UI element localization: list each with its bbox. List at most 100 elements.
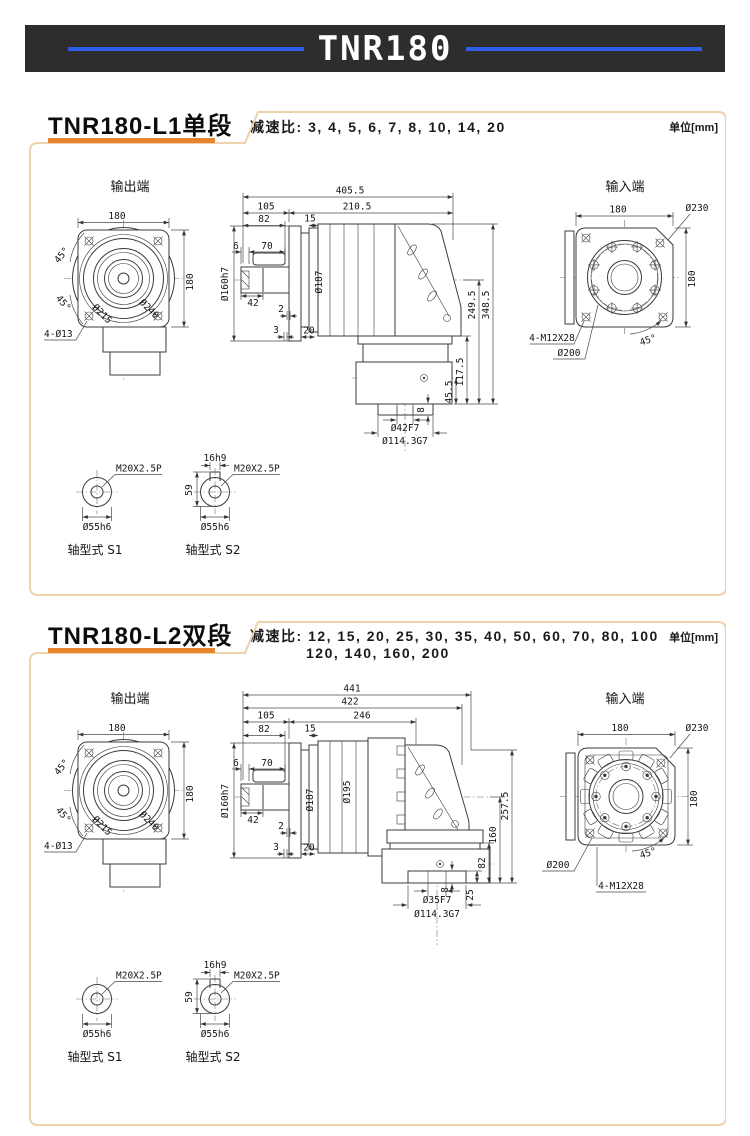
dim-thread: M20X2.5P xyxy=(116,464,162,475)
dim-rear-length: 210.5 xyxy=(343,202,372,213)
dim-outer-dia: Ø230 xyxy=(686,203,709,214)
dim-bolt-circle: Ø200 xyxy=(547,860,570,871)
dim-ring-width: 15 xyxy=(304,724,315,735)
dim-width: 180 xyxy=(108,211,125,222)
section1-border xyxy=(29,111,726,596)
banner-accent-line-right xyxy=(466,46,703,51)
dim-angle: 45° xyxy=(53,293,72,313)
dim-step: 6 xyxy=(233,758,239,769)
dim-spigot: Ø114.3G7 xyxy=(414,909,460,920)
dim-angle: 45° xyxy=(53,805,72,825)
view-label: 输出端 xyxy=(110,179,149,195)
dim-axis-to-face: 160 xyxy=(488,826,499,843)
dim-bolts: 4-M12X28 xyxy=(529,333,575,344)
dim-angle: 45° xyxy=(638,333,658,349)
banner: TNR180 xyxy=(25,25,725,72)
output-end-view: 输出端 180 180 45° 45° Ø215 Ø240 xyxy=(44,179,196,382)
section2-ratios: 减速比: 12, 15, 20, 25, 30, 35, 40, 50, 60,… xyxy=(250,626,659,646)
dim-spigot-depth: 8 xyxy=(440,887,451,893)
dim-front-length: 105 xyxy=(257,202,274,213)
dim-overall-length: 405.5 xyxy=(336,186,365,197)
dim-height: 180 xyxy=(185,785,196,802)
title-underline xyxy=(48,648,215,653)
input-end-view: 输入端 180 Ø230 180 4-M12X28 xyxy=(529,179,709,360)
dim-thread-length: 42 xyxy=(247,298,258,309)
dim-corner-holes: 4-Ø13 xyxy=(44,841,73,852)
section2-border xyxy=(29,621,726,1126)
section2-drawing: 输出端 180 180 45° 45° Ø215 Ø240 xyxy=(29,621,726,1126)
dim-step: 6 xyxy=(233,241,239,252)
shaft-caption: 轴型式 S2 xyxy=(185,1049,240,1064)
section2-ratios-line2: 120, 140, 160, 200 xyxy=(306,645,450,661)
dim-spigot: Ø114.3G7 xyxy=(382,436,428,447)
dim-bolt-circle: Ø200 xyxy=(558,348,581,359)
section2-title: TNR180-L2双段 xyxy=(48,623,233,650)
dim-plate: 3 xyxy=(273,842,279,853)
dim-angle: 45° xyxy=(52,245,71,265)
dim-shaft-dia: Ø55h6 xyxy=(201,522,230,533)
ratio-values: 3, 4, 5, 6, 7, 8, 10, 14, 20 xyxy=(308,119,506,135)
dim-thread: M20X2.5P xyxy=(234,464,280,475)
dim-height: 180 xyxy=(689,790,700,807)
dim-thread: M20X2.5P xyxy=(234,971,280,982)
section1-unit: 单位[mm] xyxy=(669,122,718,134)
dim-thread: M20X2.5P xyxy=(116,971,162,982)
banner-accent-line-left xyxy=(68,46,304,51)
dim-shaft-dia: Ø55h6 xyxy=(201,1029,230,1040)
side-view: 405.5 105 210.5 82 15 6 70 Ø160h7 Ø187 4… xyxy=(220,186,498,452)
dim-outer-dia: Ø230 xyxy=(686,723,709,734)
dim-shaft-dia: Ø55h6 xyxy=(83,522,112,533)
dim-pilot-dia: Ø160h7 xyxy=(220,784,231,818)
dim-gap: 2 xyxy=(278,304,284,315)
dim-flange-height: 82 xyxy=(477,857,488,868)
dim-height: 180 xyxy=(687,270,698,287)
dim-overall-length-2: 422 xyxy=(341,697,358,708)
dim-body2-dia: Ø195 xyxy=(342,781,353,804)
output-end-view: 输出端 180 180 45° 45° Ø215 Ø240 xyxy=(44,691,196,894)
section1-title: TNR180-L1单段 xyxy=(48,113,233,140)
dim-width: 180 xyxy=(108,723,125,734)
dim-height: 180 xyxy=(185,273,196,290)
dim-width: 180 xyxy=(609,205,626,216)
ratio-label: 减速比: xyxy=(250,119,303,135)
dim-shaft-length: 70 xyxy=(261,241,273,252)
view-label: 输入端 xyxy=(605,179,644,195)
shaft-type-s1-view: M20X2.5P Ø55h6 轴型式 S1 xyxy=(67,971,162,1065)
section1-ratios: 减速比: 3, 4, 5, 6, 7, 8, 10, 14, 20 xyxy=(250,117,506,137)
dim-shaft-dia: Ø55h6 xyxy=(83,1029,112,1040)
section2-unit: 单位[mm] xyxy=(669,632,718,644)
dim-neck: 20 xyxy=(303,843,315,854)
dim-head-height: 117.5 xyxy=(455,358,466,387)
dim-top-to-face: 348.5 xyxy=(481,291,492,320)
section1-drawing: 输出端 180 180 45° 45° Ø215 Ø240 xyxy=(29,111,726,596)
dim-pilot-dia: Ø160h7 xyxy=(220,267,231,301)
dim-ring-width: 15 xyxy=(304,214,315,225)
dim-spigot-depth: 8 xyxy=(416,407,427,413)
ratio-values: 12, 15, 20, 25, 30, 35, 40, 50, 60, 70, … xyxy=(308,628,659,644)
input-end-view: 输入端 xyxy=(542,691,709,893)
shaft-type-s2-view: 16h9 59 M20X2.5P Ø55h6 轴型式 S2 xyxy=(184,453,280,557)
dim-flange-height: 45.5 xyxy=(444,381,455,404)
dim-body-dia: Ø187 xyxy=(305,789,316,812)
dim-bolts: 4-M12X28 xyxy=(598,881,644,892)
dim-axis-to-face: 249.5 xyxy=(467,291,478,320)
shaft-caption: 轴型式 S2 xyxy=(185,542,240,557)
dim-gap: 2 xyxy=(278,821,284,832)
dim-key: 16h9 xyxy=(204,453,227,464)
dim-rear-length: 246 xyxy=(353,711,370,722)
dim-thread-length: 42 xyxy=(247,815,258,826)
dim-bore: Ø42F7 xyxy=(391,423,420,434)
dim-key-height: 59 xyxy=(184,991,195,1003)
dim-angle: 45° xyxy=(52,757,71,777)
dim-hub-length: 82 xyxy=(258,214,269,225)
view-label: 输入端 xyxy=(605,691,644,707)
dim-front-length: 105 xyxy=(257,711,274,722)
shaft-type-s1-view: M20X2.5P Ø55h6 轴型式 S1 xyxy=(67,464,162,558)
shaft-type-s2-view: 16h9 59 M20X2.5P Ø55h6 轴型式 S2 xyxy=(184,960,280,1064)
dim-body-dia: Ø187 xyxy=(314,271,325,294)
dim-hub-length: 82 xyxy=(258,724,269,735)
title-underline xyxy=(48,138,215,143)
dim-key-height: 59 xyxy=(184,484,195,496)
ratio-label: 减速比: xyxy=(250,628,303,644)
